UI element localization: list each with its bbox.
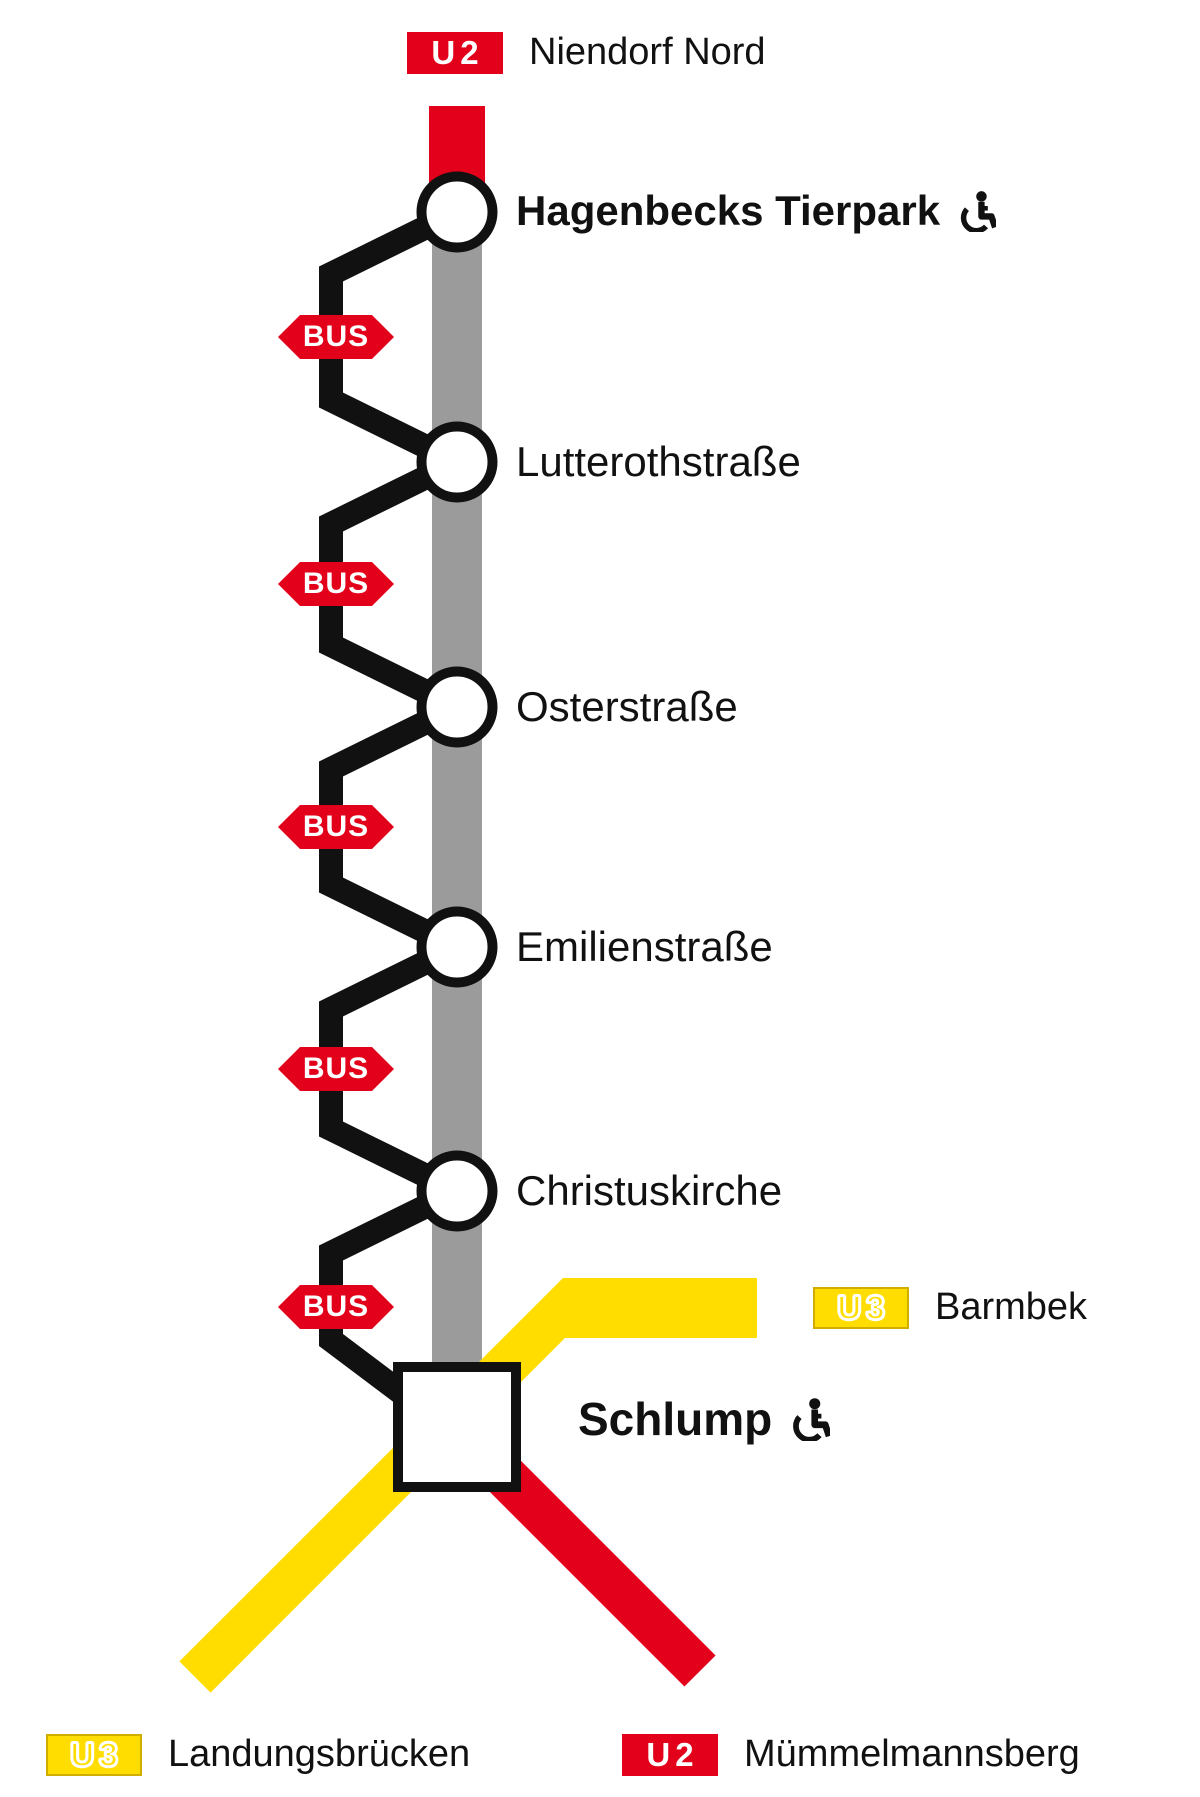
station-name: Hagenbecks Tierpark bbox=[516, 187, 941, 234]
bus-badge: BUS bbox=[278, 1047, 394, 1091]
station-name: Lutterothstraße bbox=[516, 438, 801, 485]
station-label-hagenbecks-tierpark: Hagenbecks Tierpark bbox=[516, 187, 997, 235]
station-name: Emilienstraße bbox=[516, 923, 773, 970]
terminus-muemmelmannsberg: U2 Mümmelmannsberg bbox=[622, 1733, 1080, 1776]
bus-badge: BUS bbox=[278, 1285, 394, 1329]
u3-line bbox=[179, 1278, 757, 1693]
u3-line-badge: U3 bbox=[46, 1733, 142, 1776]
station-marker-hagenbecks-tierpark bbox=[416, 171, 498, 253]
station-name: Christuskirche bbox=[516, 1167, 783, 1214]
station-label-schlump: Schlump bbox=[578, 1392, 831, 1446]
station-marker-schlump-interchange bbox=[393, 1362, 521, 1492]
closed-section-line bbox=[432, 212, 482, 1430]
u2-line-badge: U2 bbox=[407, 31, 503, 74]
wheelchair-icon bbox=[793, 1398, 831, 1441]
station-marker-lutterothstrasse bbox=[416, 421, 498, 503]
station-label-lutterothstrasse: Lutterothstraße bbox=[516, 438, 801, 486]
terminus-name: Niendorf Nord bbox=[529, 31, 766, 73]
station-label-osterstrasse: Osterstraße bbox=[516, 683, 738, 731]
u3-line-badge: U3 bbox=[813, 1286, 909, 1329]
u2-line-badge: U2 bbox=[622, 1733, 718, 1776]
station-marker-christuskirche bbox=[416, 1150, 498, 1232]
bus-badge: BUS bbox=[278, 805, 394, 849]
bus-badge: BUS bbox=[278, 315, 394, 359]
station-marker-emilienstrasse bbox=[416, 906, 498, 988]
wheelchair-icon bbox=[960, 191, 997, 232]
station-name: Osterstraße bbox=[516, 683, 738, 730]
terminus-barmbek: U3 Barmbek bbox=[813, 1286, 1087, 1329]
station-label-christuskirche: Christuskirche bbox=[516, 1167, 782, 1215]
terminus-name: Barmbek bbox=[935, 1286, 1088, 1328]
terminus-landungsbruecken: U3 Landungsbrücken bbox=[46, 1733, 470, 1776]
station-name: Schlump bbox=[578, 1393, 773, 1445]
bus-badge: BUS bbox=[278, 562, 394, 606]
terminus-name: Landungsbrücken bbox=[168, 1733, 471, 1775]
station-label-emilienstrasse: Emilienstraße bbox=[516, 923, 773, 971]
terminus-name: Mümmelmannsberg bbox=[744, 1733, 1080, 1775]
terminus-niendorf-nord: U2 Niendorf Nord bbox=[407, 31, 766, 74]
station-marker-osterstrasse bbox=[416, 666, 498, 748]
